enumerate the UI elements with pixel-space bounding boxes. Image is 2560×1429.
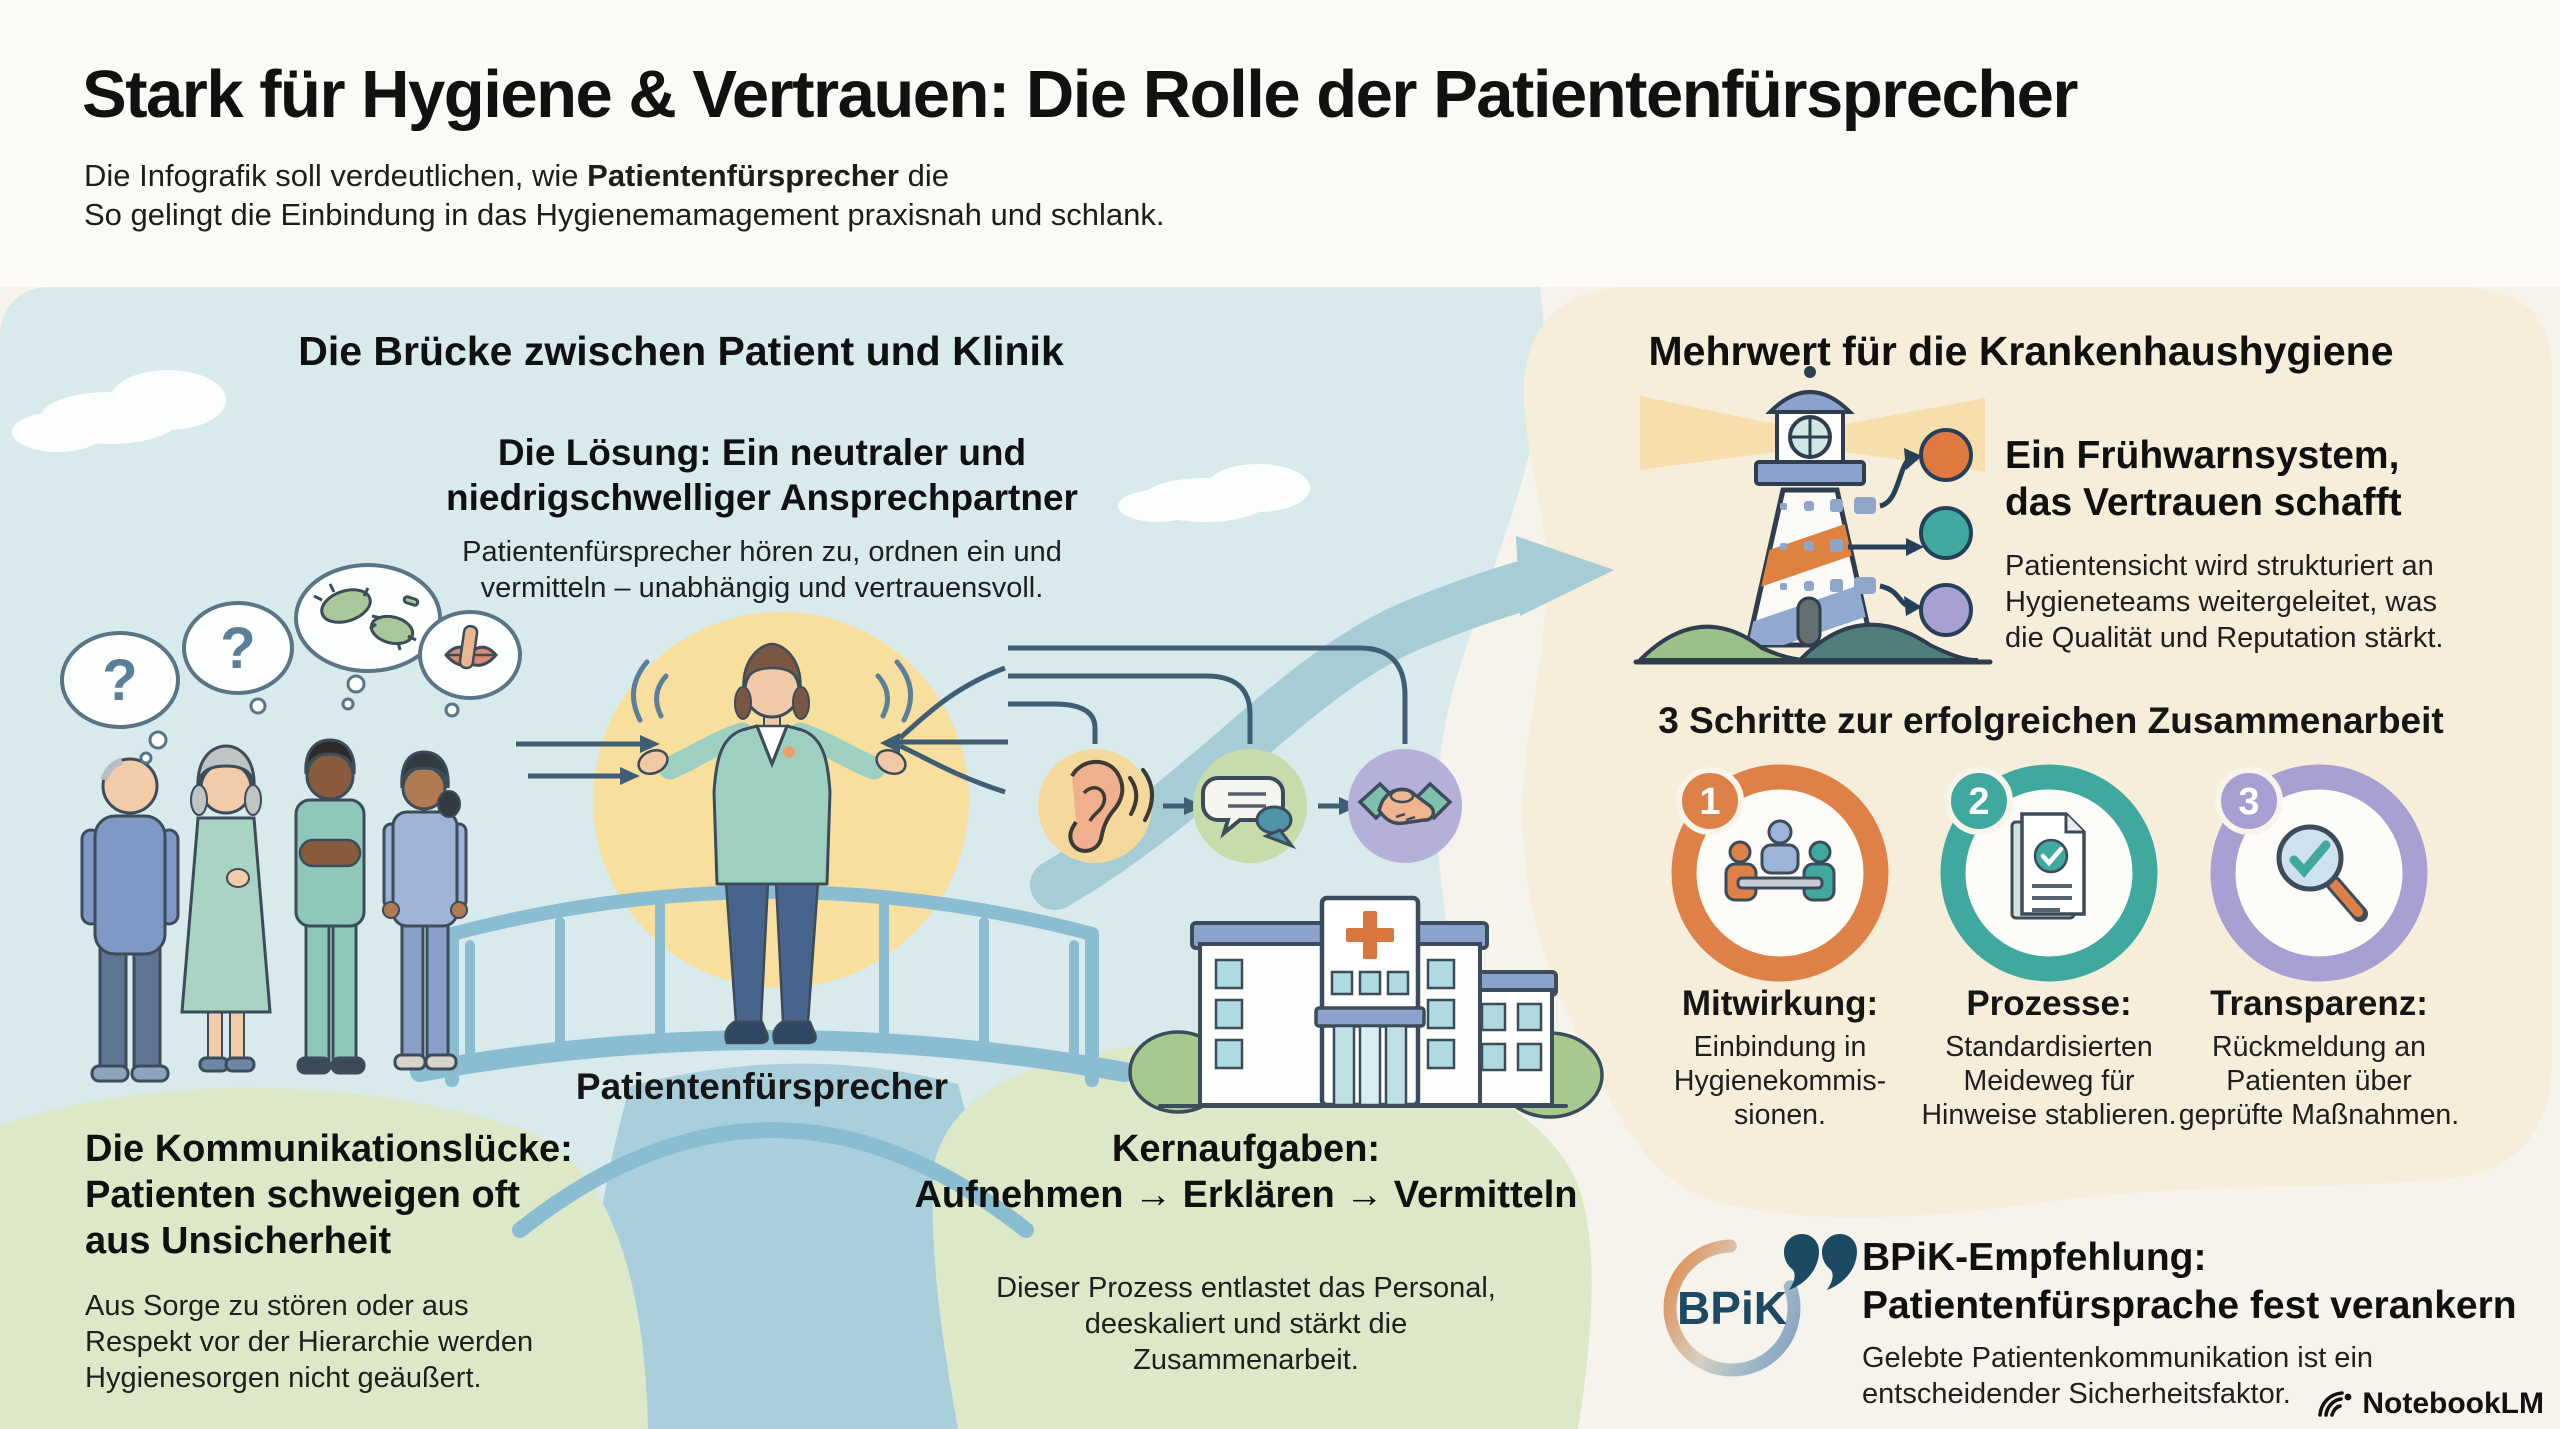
process-icons — [1038, 749, 1462, 863]
bpik-recommendation-block: BPiK-Empfehlung: Patientenfürsprache fes… — [1862, 1236, 2517, 1410]
sound-waves-icon — [630, 659, 914, 723]
arrow-heads — [620, 733, 1359, 815]
elderly-woman-figure — [180, 744, 272, 1073]
advocate-label: Patientenfürsprecher — [575, 1066, 949, 1107]
branch-arrow-heads — [1904, 448, 1924, 616]
chat-icon — [1193, 749, 1307, 863]
page-title: Stark für Hygiene & Vertrauen: Die Rolle… — [82, 57, 2079, 132]
male-nurse-figure — [294, 738, 366, 1075]
step-1-text: Mitwirkung: Einbindung in Hygienekommis-… — [1673, 984, 1887, 1131]
germs-bubble-icon — [294, 563, 442, 711]
cloud-icon — [1118, 464, 1310, 522]
notebooklm-logo-icon — [2318, 1391, 2352, 1417]
category-dot-purple — [1919, 583, 1973, 637]
ear-icon — [1038, 749, 1154, 863]
question-bubble-icon: ? — [182, 601, 294, 715]
step-number: 3 — [2238, 781, 2259, 823]
hospital-icon — [1128, 895, 1604, 1119]
step-1-ring: 1 — [1671, 764, 1889, 982]
elderly-man-figure — [80, 757, 180, 1083]
step-3-ring: 3 — [2210, 764, 2428, 982]
subtitle-line2: So gelingt die Einbindung in das Hygiene… — [84, 197, 1165, 232]
category-dot-orange — [1919, 428, 1973, 482]
bpik-logo-text: BPiK — [1677, 1282, 1787, 1334]
solution-block: Die Lösung: Ein neutraler und niedrigsch… — [446, 432, 1078, 604]
step-rings: 1 2 — [1671, 764, 2428, 982]
female-nurse-figure — [382, 750, 468, 1071]
steps-heading: 3 Schritte zur erfolgreichen Zusammenarb… — [1658, 700, 2444, 741]
bpik-logo: BPiK — [1663, 1234, 1857, 1377]
svg-text:?: ? — [220, 616, 255, 681]
flow-arrow — [1030, 536, 1614, 910]
advocate-figure — [630, 642, 914, 1045]
lighthouse-icon — [1633, 366, 1993, 665]
signal-dots — [1780, 497, 1876, 594]
green-hill-center — [932, 1041, 1592, 1429]
svg-text:?: ? — [102, 648, 137, 713]
meeting-icon — [1724, 819, 1836, 902]
page-subtitle: Die Infografik soll verdeutlichen, wie P… — [84, 156, 1165, 234]
step-number: 1 — [1699, 781, 1720, 823]
subtitle-line1: Die Infografik soll verdeutlichen, wie P… — [84, 158, 949, 193]
flow-lines — [516, 645, 1408, 809]
green-hill-left — [0, 1087, 648, 1429]
step-2-text: Prozesse: Standardisierten Meideweg für … — [1921, 984, 2177, 1131]
silence-lips-bubble-icon — [418, 610, 522, 718]
magnifier-check-icon — [2276, 824, 2368, 922]
category-dot-teal — [1919, 506, 1973, 560]
right-section-heading: Mehrwert für die Krankenhaushygiene — [1648, 328, 2394, 374]
core-tasks-block: Kernaufgaben: Aufnehmen → Erklären → Ver… — [914, 1128, 1578, 1376]
early-warning-block: Ein Frühwarnsystem, das Vertrauen schaff… — [2005, 434, 2444, 654]
patient-group-illustration — [80, 738, 468, 1083]
handshake-icon — [1348, 749, 1462, 863]
bridge — [410, 885, 1134, 1238]
cloud-icon — [12, 370, 226, 452]
step-2-ring: 2 — [1940, 764, 2158, 982]
left-section-heading: Die Brücke zwischen Patient und Klinik — [298, 328, 1064, 374]
step-3-text: Transparenz: Rückmeldung an Patienten üb… — [2178, 984, 2460, 1131]
communication-gap-block: Die Kommunikationslücke: Patienten schwe… — [85, 1128, 573, 1394]
notebooklm-watermark: NotebookLM — [2317, 1387, 2544, 1421]
step-number: 2 — [1968, 781, 1989, 823]
document-check-icon — [2010, 812, 2086, 920]
header-band — [0, 0, 2560, 287]
quote-icon — [1784, 1234, 1857, 1290]
question-bubble-icon: ? — [60, 631, 180, 765]
medical-cross-icon — [1346, 911, 1394, 959]
thought-bubbles: ? ? — [60, 563, 522, 765]
